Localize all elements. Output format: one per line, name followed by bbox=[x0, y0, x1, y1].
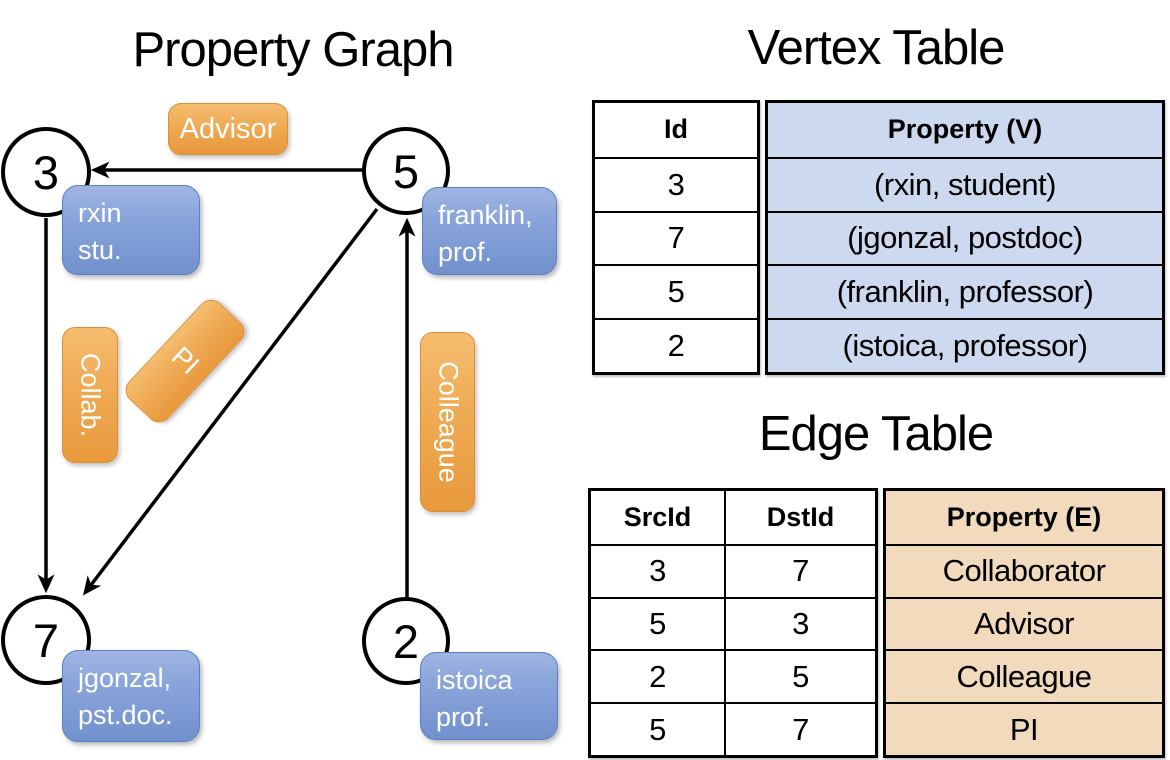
edge-table-property-column: Property (E) Collaborator Advisor Collea… bbox=[883, 488, 1165, 758]
vertex-table-property-cell: (istoica, professor) bbox=[768, 318, 1162, 372]
vertex-property-line: prof. bbox=[438, 237, 493, 268]
edge-table-header-srcid: SrcId bbox=[623, 501, 692, 532]
vertex-property-box-franklin: franklin, prof. bbox=[422, 187, 557, 275]
vertex-id-label: 2 bbox=[392, 614, 420, 668]
property-graph-title: Property Graph bbox=[132, 23, 455, 77]
vertex-id-label: 3 bbox=[32, 145, 60, 199]
vertex-property-line: pst.doc. bbox=[78, 700, 173, 731]
edge-table-dst-cell: 3 bbox=[724, 596, 875, 650]
edge-table-header-property: Property (E) bbox=[946, 501, 1102, 532]
vertex-property-line: franklin, bbox=[438, 200, 533, 230]
vertex-id-label: 7 bbox=[32, 613, 60, 667]
vertex-property-line: prof. bbox=[436, 702, 491, 733]
edge-table-src-cell: 3 bbox=[591, 543, 724, 597]
edge-table-property-cell: Collaborator bbox=[886, 543, 1162, 597]
edge-table-title: Edge Table bbox=[758, 407, 994, 461]
vertex-node-5: 5 bbox=[362, 127, 450, 215]
vertex-table: Id 3 7 5 2 Property (V) (rxin, student) … bbox=[592, 100, 1165, 375]
vertex-table-property-cell: (jgonzal, postdoc) bbox=[768, 210, 1162, 265]
edge-table-header-dstid: DstId bbox=[724, 491, 875, 544]
vertex-property-line: stu. bbox=[78, 235, 122, 266]
vertex-property-line: istoica bbox=[436, 665, 513, 695]
edge-table-dst-cell: 5 bbox=[724, 649, 875, 703]
edge-label-collab: Collab. bbox=[62, 327, 118, 463]
edge-table: SrcId DstId 3 7 5 3 2 5 5 7 Property (E)… bbox=[588, 488, 1165, 758]
vertex-id-label: 5 bbox=[392, 144, 420, 198]
edge-table-property-cell: PI bbox=[886, 702, 1162, 755]
edge-table-src-cell: 5 bbox=[591, 702, 724, 755]
edge-label-colleague: Colleague bbox=[420, 332, 475, 512]
vertex-table-id-cell: 7 bbox=[595, 210, 757, 265]
vertex-table-property-cell: (rxin, student) bbox=[768, 156, 1162, 211]
vertex-node-2: 2 bbox=[362, 597, 450, 685]
edge-5-to-7-arrow bbox=[82, 207, 379, 596]
edge-label-advisor: Advisor bbox=[168, 103, 288, 155]
edge-label-text: Advisor bbox=[179, 112, 277, 145]
edge-table-src-cell: 2 bbox=[591, 649, 724, 702]
edge-label-text: PI bbox=[165, 340, 205, 381]
vertex-table-header-id: Id bbox=[664, 114, 688, 145]
edge-table-property-cell: Colleague bbox=[886, 649, 1162, 702]
vertex-table-id-cell: 2 bbox=[595, 318, 757, 372]
graph-edges-layer bbox=[37, 161, 416, 598]
vertex-table-id-cell: 5 bbox=[595, 264, 757, 318]
edge-table-id-columns: SrcId DstId 3 7 5 3 2 5 5 7 bbox=[588, 488, 878, 758]
edge-table-property-cell: Advisor bbox=[886, 596, 1162, 650]
edge-table-src-cell: 5 bbox=[591, 596, 724, 650]
vertex-table-id-cell: 3 bbox=[595, 156, 757, 211]
edge-label-text: Colleague bbox=[433, 361, 463, 483]
vertex-property-line: jgonzal, bbox=[78, 663, 172, 693]
edge-table-dst-cell: 7 bbox=[724, 702, 875, 755]
vertex-table-id-column: Id 3 7 5 2 bbox=[592, 100, 760, 375]
vertex-property-box-jgonzal: jgonzal, pst.doc. bbox=[62, 650, 200, 742]
vertex-property-box-rxin: rxin stu. bbox=[62, 185, 200, 275]
edge-label-text: Collab. bbox=[75, 352, 106, 438]
vertex-table-title: Vertex Table bbox=[747, 21, 1006, 75]
edge-table-dst-cell: 7 bbox=[724, 543, 875, 597]
vertex-table-property-cell: (franklin, professor) bbox=[768, 264, 1162, 318]
vertex-table-header-property: Property (V) bbox=[887, 114, 1043, 145]
vertex-property-box-istoica: istoica prof. bbox=[420, 652, 558, 740]
vertex-property-line: rxin bbox=[78, 198, 122, 228]
vertex-table-property-column: Property (V) (rxin, student) (jgonzal, p… bbox=[765, 100, 1165, 375]
